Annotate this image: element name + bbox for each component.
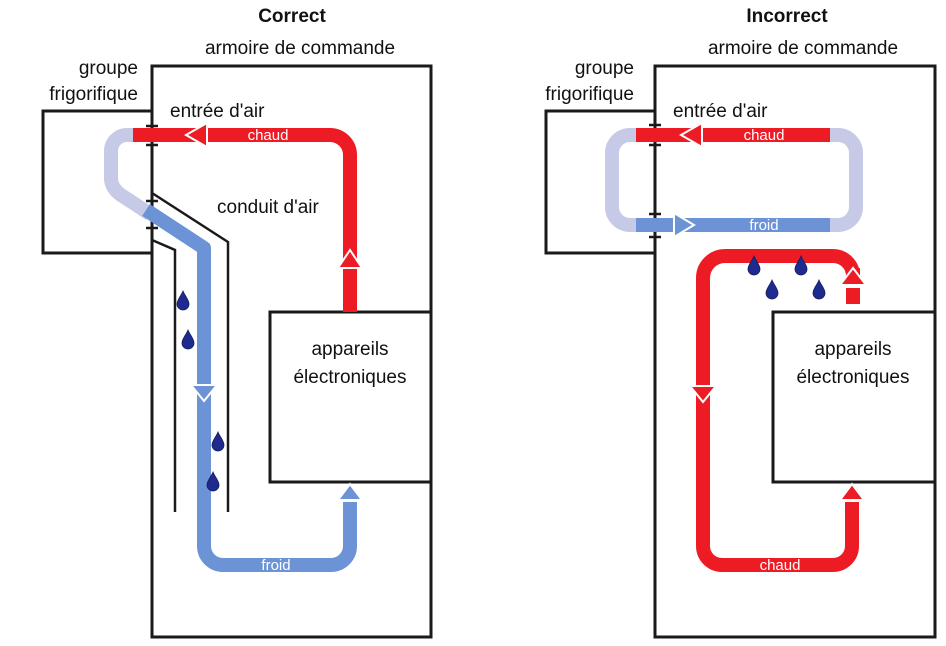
water-drop-icon — [812, 278, 826, 300]
cooling-unit-label-line2: frigorifique — [49, 84, 138, 105]
water-drop-icon — [747, 254, 761, 276]
arrow-up-icon — [838, 482, 866, 501]
electronics-box — [268, 310, 431, 484]
correct-diagram: Correct armoire de commande groupe frigo… — [41, 6, 433, 639]
water-drop-icon — [176, 289, 190, 311]
electronics-label-line1: appareils — [311, 339, 388, 360]
return-air-flow — [826, 128, 863, 232]
arrow-up-icon — [336, 482, 364, 501]
hot-air-loop — [696, 249, 860, 572]
cold-air-flow — [142, 204, 357, 572]
return-air-flow — [104, 128, 154, 220]
air-inlet-label: entrée d'air — [673, 101, 768, 122]
hot-air-label: chaud — [248, 127, 289, 144]
air-inlet-label: entrée d'air — [170, 101, 265, 122]
arrow-down-icon — [687, 385, 719, 404]
cold-air-label: froid — [749, 217, 778, 234]
water-drop-icon — [181, 328, 195, 350]
water-drop-icon — [794, 254, 808, 276]
cold-air-label: froid — [261, 557, 290, 574]
electronics-label-line2: électroniques — [293, 367, 406, 388]
duct-wall-outer — [151, 191, 230, 512]
electronics-label-line2: électroniques — [796, 367, 909, 388]
control-cabinet — [150, 64, 433, 639]
cooling-unit-box — [41, 109, 152, 255]
electronics-box — [771, 310, 935, 484]
correct-title: Correct — [258, 6, 326, 27]
water-drop-icon — [765, 278, 779, 300]
air-duct-label: conduit d'air — [217, 197, 320, 218]
arrow-up-icon — [837, 266, 869, 286]
electronics-label-line1: appareils — [814, 339, 891, 360]
control-cabinet — [653, 64, 937, 639]
hot-air-flow — [133, 128, 357, 312]
arrow-right-icon — [673, 211, 696, 239]
arrow-left-icon — [678, 121, 703, 149]
duct-wall-inner — [151, 238, 177, 512]
cabinet-label: armoire de commande — [205, 38, 395, 59]
water-drop-icon — [206, 470, 220, 492]
cooling-unit-label-line1: groupe — [575, 58, 634, 79]
hot-air-stub — [846, 288, 860, 304]
cooling-unit-label-line1: groupe — [79, 58, 138, 79]
cooling-unit-box — [544, 109, 655, 255]
cooling-unit-label-line2: frigorifique — [545, 84, 634, 105]
cabinet-label: armoire de commande — [708, 38, 898, 59]
return-air-flow — [605, 128, 640, 232]
incorrect-diagram: Incorrect armoire de commande groupe fri… — [544, 6, 937, 639]
arrow-left-icon — [183, 121, 208, 149]
hot-air-label: chaud — [744, 127, 785, 144]
arrow-down-icon — [188, 384, 220, 403]
arrow-up-icon — [336, 248, 364, 269]
water-drop-icon — [211, 430, 225, 452]
hot-air-label: chaud — [760, 557, 801, 574]
incorrect-title: Incorrect — [746, 6, 828, 27]
